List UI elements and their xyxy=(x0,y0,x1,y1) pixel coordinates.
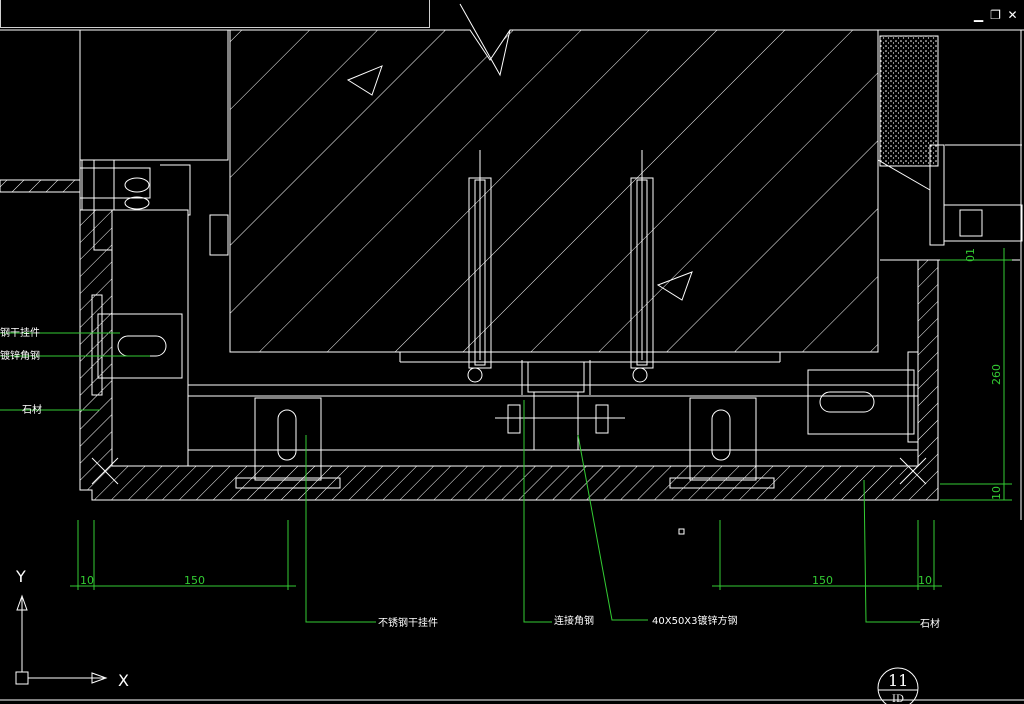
label-stone-left: 石材 xyxy=(22,403,42,416)
drawing-tab-frame xyxy=(0,0,430,28)
close-icon[interactable]: ✕ xyxy=(1007,8,1018,22)
hanger-side-right xyxy=(807,351,919,443)
ucs-icon xyxy=(15,594,108,685)
ucs-x-label: X xyxy=(118,671,129,690)
dim-left-small: 10 xyxy=(80,574,94,587)
stone-cladding xyxy=(79,209,939,501)
hanger-left xyxy=(235,397,341,489)
label-galvanized-angle: 镀锌角钢 xyxy=(0,349,40,362)
minimize-icon[interactable]: ▁ xyxy=(973,8,984,22)
label-steel-hanger-left: 钢干挂件 xyxy=(0,326,40,339)
dimension-lines xyxy=(70,248,1012,590)
window-controls: ▁ ❐ ✕ xyxy=(973,8,1018,22)
detail-marker: 11 ID xyxy=(877,667,919,704)
dim-left-large: 150 xyxy=(184,574,205,587)
anchor-bolt-left xyxy=(467,150,492,383)
leader-lines xyxy=(0,332,920,623)
label-square-tube: 40X50X3镀锌方钢 xyxy=(652,614,738,627)
label-stainless-hanger: 不锈钢干挂件 xyxy=(378,616,438,629)
label-stone-right: 石材 xyxy=(920,617,940,630)
dim-vertical-260: 260 xyxy=(990,364,1003,385)
ucs-y-label: Y xyxy=(15,567,26,586)
anchor-bolt-right xyxy=(630,150,654,383)
corner-marks xyxy=(91,457,927,485)
cursor-pickbox xyxy=(678,528,685,535)
detail-sheet: ID xyxy=(892,694,904,704)
dim-vertical-10: 10 xyxy=(990,486,1003,500)
label-connector-angle: 连接角钢 xyxy=(554,614,594,627)
center-connector xyxy=(495,360,625,451)
restore-icon[interactable]: ❐ xyxy=(990,8,1001,22)
dim-right-large: 150 xyxy=(812,574,833,587)
dim-vertical-top: 01 xyxy=(964,248,977,262)
detail-number: 11 xyxy=(888,671,908,690)
concrete-beam xyxy=(229,3,879,353)
hanger-right xyxy=(669,397,775,489)
insulation-block xyxy=(879,35,939,167)
dim-right-small: 10 xyxy=(918,574,932,587)
